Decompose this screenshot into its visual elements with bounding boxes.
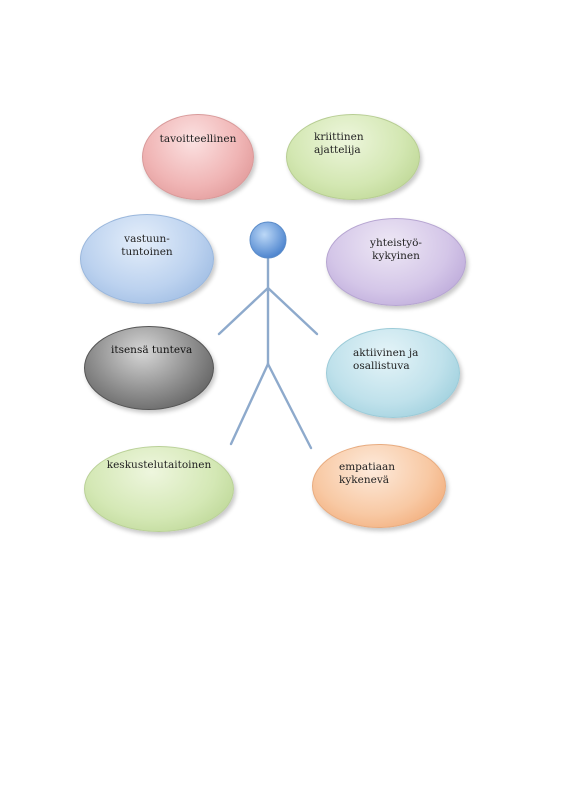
trait-bubble-aktiivinen-ja-osallistuva: aktiivinen ja osallistuva bbox=[326, 328, 460, 418]
trait-label: aktiivinen ja osallistuva bbox=[353, 347, 419, 372]
trait-bubble-vastuuntuntoinen: vastuun- tuntoinen bbox=[80, 214, 214, 304]
trait-label: keskustelutaitoinen bbox=[106, 459, 212, 471]
trait-bubble-itsensa-tunteva: itsensä tunteva bbox=[84, 326, 214, 410]
trait-bubble-empatiaan-kykeneva: empatiaan kykenevä bbox=[312, 444, 446, 528]
trait-bubble-kriittinen-ajattelija: kriittinen ajattelija bbox=[286, 114, 420, 200]
trait-label: kriittinen ajattelija bbox=[314, 131, 364, 156]
trait-bubble-tavoitteellinen: tavoitteellinen bbox=[142, 114, 254, 200]
figure-head bbox=[249, 221, 287, 259]
trait-label: empatiaan kykenevä bbox=[339, 461, 396, 486]
figure-body bbox=[217, 256, 319, 450]
figure-left-arm bbox=[217, 286, 270, 336]
trait-label: tavoitteellinen bbox=[159, 133, 237, 145]
trait-bubble-yhteistyokykyinen: yhteistyö- kykyinen bbox=[326, 218, 466, 306]
figure-right-arm bbox=[266, 286, 319, 336]
trait-label: itsensä tunteva bbox=[111, 344, 193, 356]
trait-label: vastuun- tuntoinen bbox=[121, 233, 173, 258]
figure-right-leg bbox=[266, 362, 313, 450]
trait-label: yhteistyö- kykyinen bbox=[370, 237, 422, 262]
trait-bubble-keskustelutaitoinen: keskustelutaitoinen bbox=[84, 446, 234, 532]
figure-left-leg bbox=[229, 362, 270, 446]
